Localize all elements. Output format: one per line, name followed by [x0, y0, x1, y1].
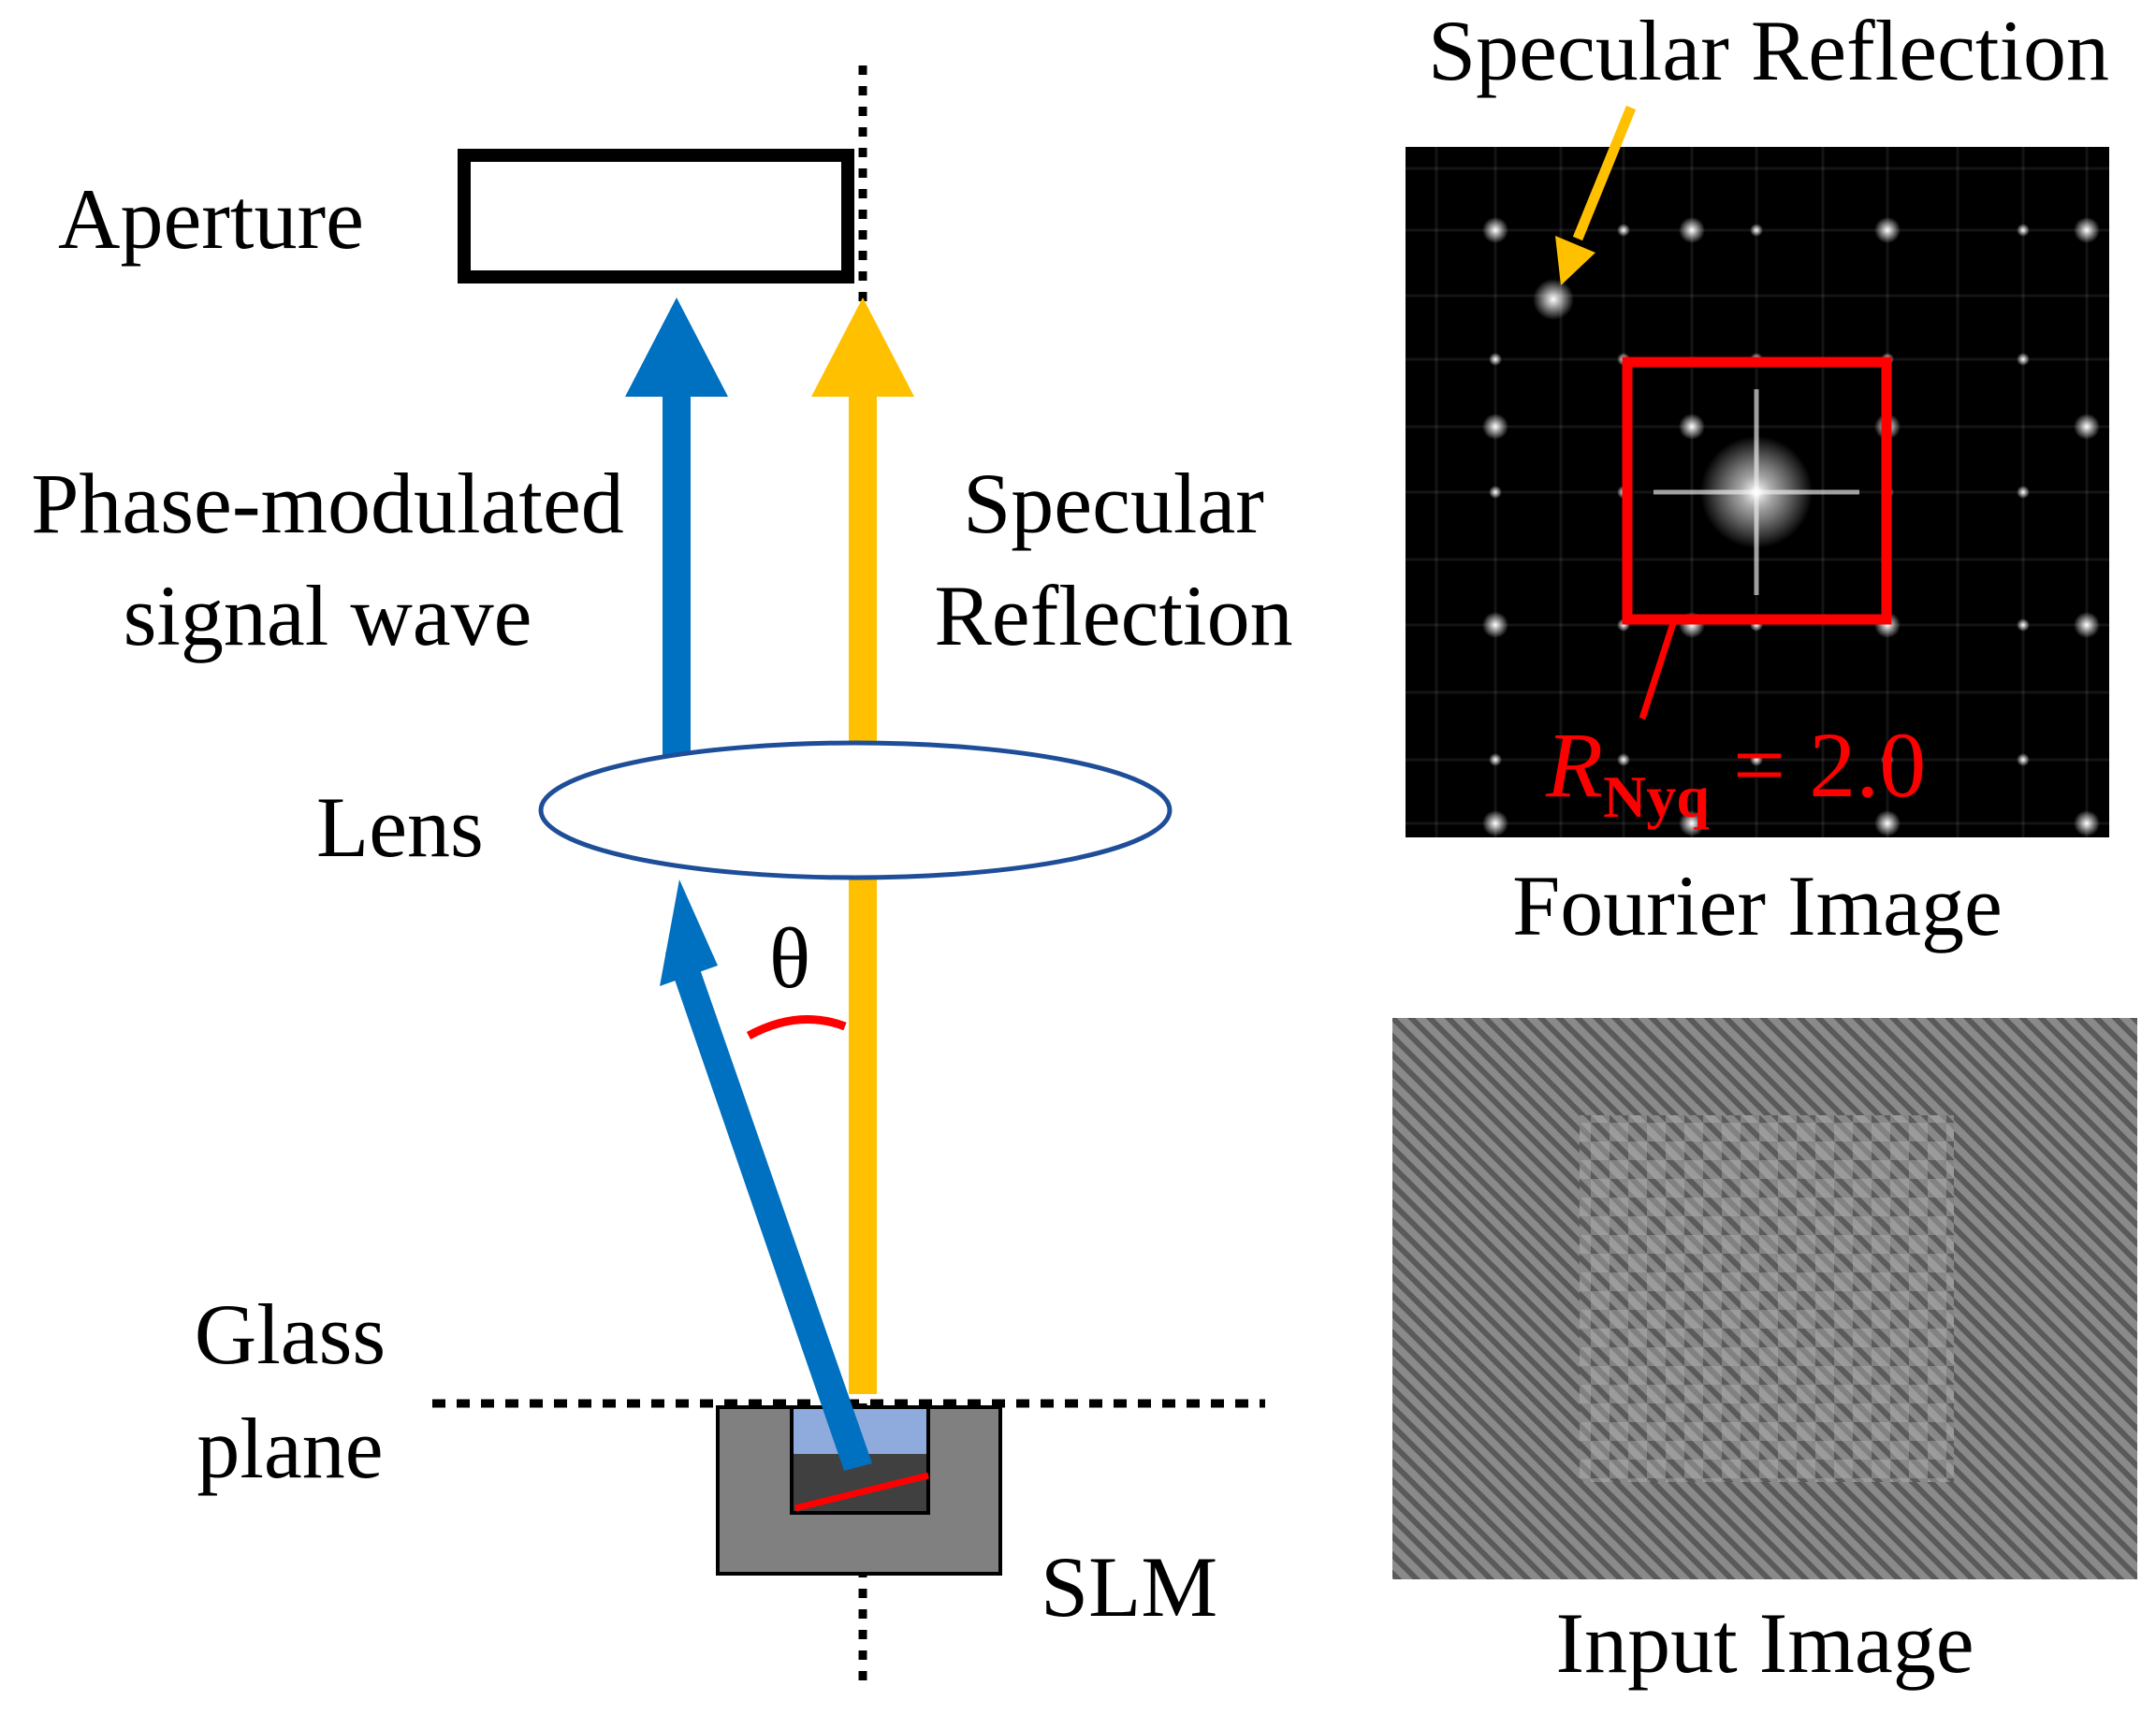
fourier-spot: [1874, 810, 1901, 836]
phase-label-line2: signal wave: [123, 568, 532, 663]
rnyq-subscript: Nyq: [1603, 763, 1710, 830]
fourier-spot: [1617, 224, 1630, 237]
fourier-spot: [2017, 486, 2030, 499]
signal-arrowhead-top: [625, 298, 728, 397]
fourier-spot: [1489, 486, 1502, 499]
lens-label: Lens: [316, 779, 484, 875]
input-image: [1392, 1018, 2137, 1579]
fourier-spot: [1750, 224, 1763, 237]
specular-top-label: Specular Reflection: [1427, 3, 2110, 98]
specular-arrowhead: [811, 298, 914, 397]
fourier-diffraction-spots: [1406, 147, 2109, 837]
fourier-center-spot: [1700, 436, 1813, 548]
fourier-spot: [1489, 753, 1502, 766]
fourier-spot: [1482, 217, 1508, 243]
fourier-specular-spot: [1533, 279, 1574, 320]
fourier-image: [1406, 147, 2109, 837]
fourier-spot: [2017, 353, 2030, 366]
fourier-spot: [2017, 618, 2030, 632]
fourier-spot: [2074, 612, 2100, 638]
fourier-caption: Fourier Image: [1512, 858, 2003, 953]
rnyq-leader-line: [1639, 621, 1677, 720]
rnyq-box: [1622, 356, 1892, 625]
theta-arc: [746, 1015, 847, 1039]
specular-label-line2: Reflection: [934, 568, 1293, 663]
fourier-spot: [1679, 414, 1705, 440]
fourier-spot: [1679, 810, 1705, 836]
aperture-box: [458, 149, 854, 283]
slm-device: [716, 1405, 1002, 1576]
glass-label-line2: plane: [197, 1401, 384, 1496]
fourier-spot: [2017, 224, 2030, 237]
specular-label-line1: Specular: [963, 456, 1264, 551]
fourier-spot: [1482, 810, 1508, 836]
fourier-spot: [1482, 414, 1508, 440]
specular-beam-upper: [849, 393, 877, 741]
fourier-spot: [1750, 753, 1763, 766]
rnyq-annotation: RNyq = 2.0: [1546, 719, 1926, 827]
fourier-spot: [1679, 217, 1705, 243]
fourier-spot: [2074, 217, 2100, 243]
slm-label: SLM: [1041, 1539, 1218, 1635]
rnyq-value: = 2.0: [1709, 713, 1927, 817]
specular-pointer-head: [1555, 236, 1595, 285]
specular-beam-lower: [849, 879, 877, 1394]
rnyq-symbol: R: [1546, 713, 1604, 817]
theta-label: θ: [769, 910, 811, 1006]
specular-pointer-arrow: [1572, 105, 1637, 241]
fourier-spot: [2017, 753, 2030, 766]
input-caption: Input Image: [1555, 1595, 1974, 1691]
fourier-spot: [2074, 414, 2100, 440]
glass-label-line1: Glass: [194, 1286, 386, 1382]
fourier-spot: [1874, 217, 1901, 243]
phase-label-line1: Phase-modulated: [31, 456, 624, 551]
fourier-spot: [2074, 810, 2100, 836]
signal-beam-arrowhead: [660, 879, 718, 986]
fourier-spot: [1482, 612, 1508, 638]
fourier-spot: [1489, 353, 1502, 366]
aperture-label: Aperture: [58, 171, 364, 267]
fourier-spot: [1881, 753, 1894, 766]
lens-shape: [538, 740, 1173, 880]
signal-beam-upper: [663, 393, 691, 760]
slm-mirror-tilt: [794, 1472, 929, 1512]
fourier-spot: [1617, 753, 1630, 766]
signal-beam-incident: [665, 945, 872, 1471]
